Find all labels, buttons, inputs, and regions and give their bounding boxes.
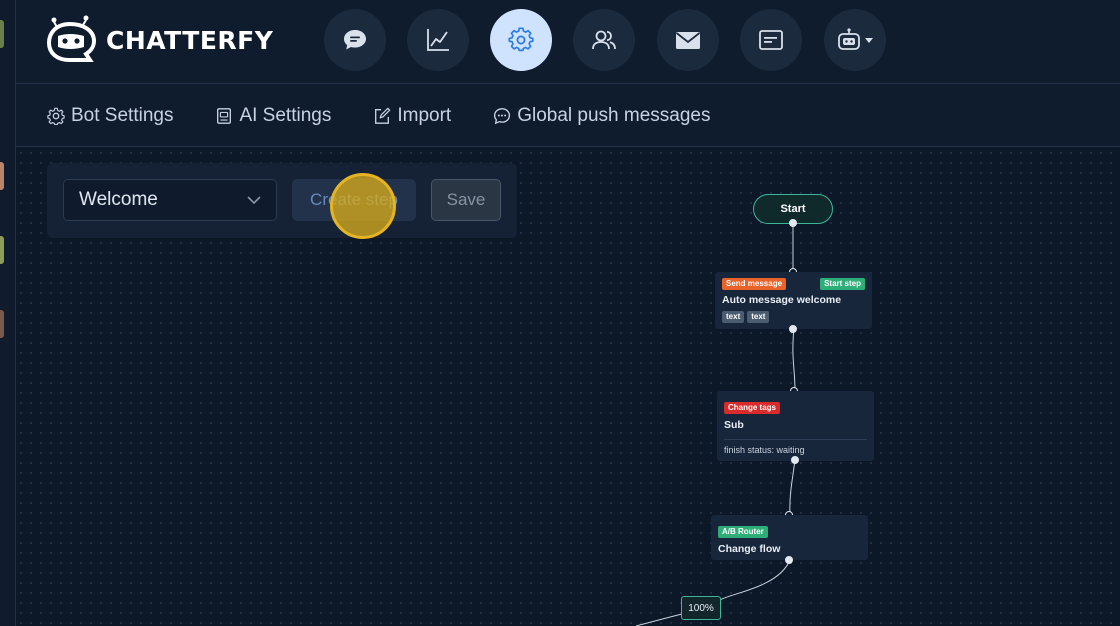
- robot-logo-icon: [46, 15, 97, 62]
- flow-edges: [635, 222, 796, 626]
- node-title: Change flow: [718, 543, 781, 555]
- nav-settings-button[interactable]: [490, 9, 552, 71]
- users-icon: [592, 30, 616, 50]
- top-header: CHATTERFY: [16, 0, 1120, 84]
- gear-icon: [47, 107, 65, 125]
- left-edge-marker: [0, 162, 4, 190]
- node-type-tag: Change tags: [724, 402, 781, 414]
- nav-chat-button[interactable]: [324, 9, 386, 71]
- edge-node1-to-node2: [792, 327, 796, 392]
- subnav-ai-settings-label: AI Settings: [239, 104, 332, 126]
- subnav-bot-settings-label: Bot Settings: [71, 104, 174, 126]
- node-title: Auto message welcome: [722, 294, 842, 306]
- caret-down-icon: [865, 38, 873, 43]
- left-edge-marker: [0, 310, 4, 338]
- robot-icon: [217, 107, 232, 124]
- content-chip: text: [722, 311, 745, 323]
- settings-subnav: Bot Settings AI Settings Import Global p…: [16, 85, 1120, 147]
- flow-node-send-message[interactable]: Send message Start step Auto message wel…: [715, 272, 872, 329]
- left-edge-marker: [0, 236, 4, 264]
- node-type-tag: A/B Router: [718, 526, 768, 538]
- flow-toolbar: Welcome Create step Save: [47, 163, 517, 239]
- flow-node-ab-router[interactable]: A/B Router Change flow: [711, 515, 868, 560]
- node3-output-handle[interactable]: [785, 556, 793, 564]
- split-percentage-badge[interactable]: 100%: [681, 596, 721, 620]
- subnav-ai-settings[interactable]: AI Settings: [215, 105, 331, 127]
- chat-bubble-icon: [344, 30, 366, 50]
- flow-select[interactable]: Welcome: [63, 179, 277, 221]
- nav-bot-switcher-button[interactable]: [824, 9, 886, 71]
- nav-analytics-button[interactable]: [407, 9, 469, 71]
- content-chip: text: [747, 311, 770, 323]
- chevron-down-icon: [247, 196, 261, 205]
- nav-templates-button[interactable]: [740, 9, 802, 71]
- node-title: Sub: [724, 419, 744, 431]
- edge-node2-to-node3: [789, 458, 796, 516]
- subnav-bot-settings[interactable]: Bot Settings: [47, 105, 173, 127]
- node-chips: text text: [722, 311, 865, 323]
- node2-output-handle[interactable]: [791, 456, 799, 464]
- left-edge-strip: [0, 0, 16, 626]
- node1-output-handle[interactable]: [789, 325, 797, 333]
- node-footer: finish status: waiting: [724, 439, 867, 455]
- edit-icon: [375, 107, 391, 124]
- node-type-tag: Send message: [722, 278, 787, 290]
- flow-select-value: Welcome: [79, 189, 158, 210]
- start-node-output-handle[interactable]: [789, 219, 797, 227]
- save-button[interactable]: Save: [431, 179, 501, 221]
- start-step-tag: Start step: [820, 278, 865, 290]
- left-edge-marker: [0, 20, 4, 48]
- subnav-global-push-label: Global push messages: [517, 104, 711, 126]
- nav-mail-button[interactable]: [657, 9, 719, 71]
- flow-canvas[interactable]: Welcome Create step Save Start Send mess…: [16, 148, 1120, 626]
- brand-name: CHATTERFY: [106, 25, 274, 55]
- subnav-import[interactable]: Import: [373, 105, 451, 127]
- subnav-import-label: Import: [397, 104, 452, 126]
- chat-dots-icon: [494, 107, 511, 124]
- card-icon: [759, 30, 783, 50]
- gear-icon: [508, 27, 534, 52]
- edge-node3-to-split: [719, 559, 791, 601]
- brand[interactable]: CHATTERFY: [46, 14, 273, 66]
- click-indicator: [330, 173, 396, 239]
- subnav-global-push[interactable]: Global push messages: [493, 105, 710, 127]
- robot-icon: [838, 28, 860, 50]
- edge-split-out: [635, 613, 683, 626]
- node-tags-row: Send message Start step: [722, 278, 865, 290]
- nav-audience-button[interactable]: [573, 9, 635, 71]
- start-node[interactable]: Start: [753, 194, 833, 224]
- flow-node-change-tags[interactable]: Change tags Sub finish status: waiting: [717, 391, 874, 461]
- line-chart-icon: [427, 29, 449, 51]
- mail-icon: [675, 32, 701, 49]
